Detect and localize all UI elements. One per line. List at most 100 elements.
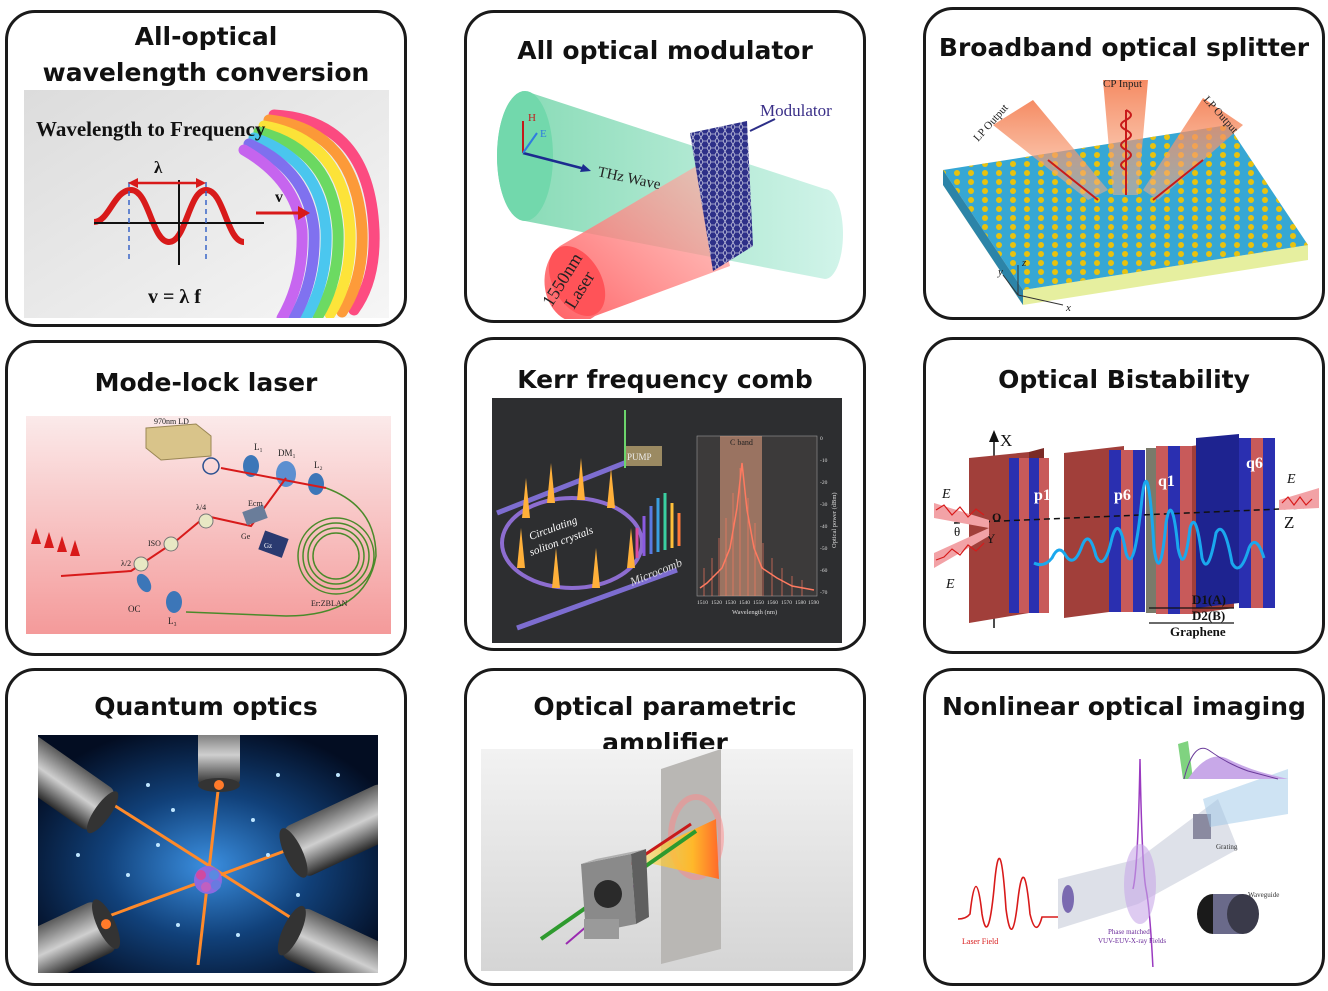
h-field-label: H bbox=[528, 112, 536, 124]
d2-label: D2(B) bbox=[1192, 608, 1225, 623]
x-tick-labels: 1510 1520 1530 1540 1550 1560 1570 1580 … bbox=[697, 600, 819, 606]
formula-label: v = λ f bbox=[148, 286, 201, 308]
bus-waveguide-bottom bbox=[516, 567, 678, 631]
x-tick: 1570 bbox=[781, 600, 792, 606]
laser-field-wave bbox=[957, 857, 1058, 931]
fiber-label: Er:ZBLAN bbox=[311, 599, 348, 608]
isolator bbox=[163, 536, 179, 552]
microcomb-lines bbox=[635, 493, 681, 558]
ei-label: E bbox=[945, 577, 955, 592]
axis-y-label: y bbox=[997, 266, 1003, 278]
x-tick: 1550 bbox=[753, 600, 764, 606]
svg-text:Ecm: Ecm bbox=[248, 499, 263, 508]
panel-kerr-comb: Kerr frequency comb PUMP Circulating sol… bbox=[464, 337, 866, 651]
objective-lens-top bbox=[198, 735, 240, 792]
bistability-illustration: X p1 … p6 q1 … bbox=[934, 430, 1319, 639]
d1-label: D1(A) bbox=[1192, 592, 1226, 607]
layer-stack-2: p6 bbox=[1064, 446, 1145, 618]
x-tick: 1510 bbox=[697, 600, 708, 606]
output-fan bbox=[631, 819, 719, 879]
e-field-label: E bbox=[540, 128, 547, 140]
panel-nonlinear-imaging: Nonlinear optical imaging Laser Field Ph… bbox=[923, 668, 1325, 986]
lp-left-beam bbox=[993, 100, 1108, 200]
svg-text:λ/4: λ/4 bbox=[196, 503, 206, 512]
focusing-optic bbox=[1062, 885, 1074, 913]
y-tick: -40 bbox=[820, 524, 828, 530]
svg-text:OC: OC bbox=[128, 604, 141, 614]
splitter-illustration: CP Input LP Output LP Output x y z bbox=[943, 78, 1308, 314]
laser-diode bbox=[145, 423, 212, 461]
svg-text:Gz: Gz bbox=[264, 542, 272, 550]
opa-illustration bbox=[481, 749, 853, 971]
bab-label: BAB bbox=[1246, 611, 1269, 623]
eg-label: E bbox=[941, 487, 951, 502]
spectrum-trace bbox=[699, 462, 815, 591]
objective-lens-left bbox=[38, 735, 119, 834]
modulator-illustration: Modulator H E THz Wave 1550nm Laser bbox=[497, 91, 843, 319]
panel-title: All optical modulator bbox=[517, 36, 813, 65]
x-tick: 1530 bbox=[725, 600, 736, 606]
substrate-side bbox=[943, 170, 1308, 305]
et-label: E bbox=[1286, 472, 1296, 487]
svg-text:DM₁: DM₁ bbox=[278, 448, 296, 458]
grating-label: Grating bbox=[1216, 843, 1238, 851]
modulator-label: Modulator bbox=[760, 101, 832, 120]
lp-right-beam bbox=[1143, 98, 1243, 200]
panel-quantum-optics: Quantum optics bbox=[5, 668, 407, 986]
mode-lock-illustration: 970nm LD L₁ DM₁ L₂ Ecm Gz Ge λ/4 ISO λ/2… bbox=[26, 416, 391, 634]
x-tick: 1540 bbox=[739, 600, 750, 606]
bus-waveguide-top bbox=[496, 455, 638, 516]
axis-x-label: X bbox=[1000, 431, 1012, 450]
wavelength-frequency-illustration: Wavelength to Frequency λ v v = λ f bbox=[24, 90, 389, 318]
lens-l3 bbox=[166, 591, 182, 613]
axis-z-label: Z bbox=[1284, 513, 1294, 532]
lens-l2 bbox=[308, 473, 324, 495]
quarter-wave-plate bbox=[198, 513, 214, 529]
graphene-layer bbox=[1146, 448, 1156, 613]
x-tick: 1520 bbox=[711, 600, 722, 606]
panel-title: Nonlinear optical imaging bbox=[942, 692, 1306, 721]
p6-label: p6 bbox=[1114, 487, 1131, 504]
pump-label: PUMP bbox=[627, 452, 652, 462]
title-line-1: All-optical bbox=[134, 22, 278, 51]
wavelength-caption: Wavelength to Frequency bbox=[36, 117, 266, 141]
laser-field-label: Laser Field bbox=[962, 937, 998, 946]
objective-lens-bottom-right bbox=[277, 905, 378, 973]
y-tick: -60 bbox=[820, 568, 828, 574]
q6-label: q6 bbox=[1246, 455, 1263, 472]
pump-laser bbox=[624, 446, 662, 466]
layer-stack-4: q6 bbox=[1196, 434, 1275, 608]
dichroic-mirror bbox=[276, 461, 296, 487]
sine-wave bbox=[93, 186, 245, 246]
beam-path bbox=[220, 467, 327, 489]
panel-title: Quantum optics bbox=[94, 692, 318, 721]
grating bbox=[1193, 814, 1211, 839]
axis-x-label: x bbox=[1065, 302, 1071, 314]
waveguide-label: Waveguide bbox=[1248, 891, 1279, 899]
quantum-optics-illustration bbox=[38, 735, 378, 973]
aba-label: A B A bbox=[1020, 619, 1048, 631]
y-axis-label: Optical power (dBm) bbox=[831, 492, 838, 548]
y-tick: -50 bbox=[820, 546, 828, 552]
title-line-2: wavelength conversion bbox=[42, 58, 370, 87]
rainbow-arc bbox=[238, 109, 380, 318]
q1-label: q1 bbox=[1158, 473, 1175, 490]
theta-label: θ bbox=[954, 524, 960, 539]
panel-title: Mode-lock laser bbox=[94, 368, 318, 397]
panel-title: Kerr frequency comb bbox=[517, 365, 813, 394]
microring bbox=[500, 496, 644, 590]
objective-lens-bottom-left bbox=[38, 899, 121, 973]
panel-title: All-optical wavelength conversion bbox=[8, 19, 404, 91]
svg-text:λ/2: λ/2 bbox=[121, 559, 131, 568]
phase-matched-label: Phase matched VUV-EUV-X-ray Fields bbox=[1098, 928, 1166, 945]
output-pulses bbox=[31, 528, 80, 556]
z-axis bbox=[953, 507, 1305, 524]
x-tick: 1590 bbox=[808, 600, 819, 606]
y-tick: 0 bbox=[820, 436, 823, 442]
fiber-coil bbox=[185, 487, 377, 617]
origin-label: O bbox=[992, 510, 1001, 524]
x-axis-label: Wavelength (nm) bbox=[732, 609, 777, 616]
spectrum-plot: C band 1510 1520 1530 1540 1550 1560 157… bbox=[696, 435, 838, 616]
lambda-label: λ bbox=[154, 158, 163, 177]
y-tick-labels: 0 -10 -20 -30 -40 -50 -60 -70 bbox=[820, 436, 828, 596]
